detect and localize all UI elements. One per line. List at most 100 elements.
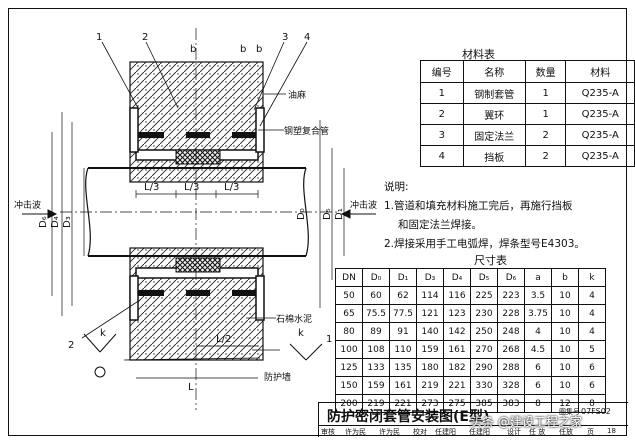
cell: 121 <box>416 304 444 323</box>
cell: 290 <box>470 358 498 377</box>
mat-header-no: 编号 <box>420 60 464 83</box>
watermark: 头条 @建设工程之家 <box>470 415 582 429</box>
cell: 125 <box>335 358 363 377</box>
cell: 230 <box>470 304 498 323</box>
cell: 6 <box>524 358 552 377</box>
size-header: D₄ <box>443 268 471 287</box>
dim-d3: D₃ <box>62 216 73 228</box>
callout-3: 3 <box>282 32 288 43</box>
cell: Q235-A <box>565 82 635 104</box>
mat-header-name: 名称 <box>462 60 526 83</box>
cell: Q235-A <box>565 145 635 167</box>
sig-cell: 任建阳 <box>435 428 456 436</box>
callout-4: 4 <box>304 32 310 43</box>
cell: 248 <box>497 322 525 341</box>
dim-l: L <box>188 382 194 393</box>
cell: 4 <box>578 304 606 323</box>
label-wall: 防护墙 <box>264 371 291 383</box>
cell: 114 <box>416 286 444 305</box>
note-line: 2.焊接采用手工电弧焊，焊条型号E4303。 <box>384 238 585 250</box>
sig-cell: 任 放 <box>529 428 546 436</box>
dim-l3-3: L/3 <box>224 182 239 193</box>
size-header: D₅ <box>470 268 498 287</box>
cell: 140 <box>416 322 444 341</box>
cell: 330 <box>470 376 498 395</box>
table-row: 2 翼环 1 Q235-A <box>420 103 635 125</box>
sig-cell: 任放 <box>559 428 573 436</box>
table-header-row: 编号 名称 数量 材料 <box>420 60 635 83</box>
cell: 135 <box>389 358 417 377</box>
size-header: b <box>551 268 579 287</box>
notes: 说明: 1.管道和填充材料施工完后，再施行挡板 和固定法兰焊接。 2.焊接采用手… <box>384 178 585 254</box>
sig-cell: 许为民 <box>345 428 366 436</box>
title-block: 防护密闭套管安装图(E型) 图集号 07FS02 审核 许为民 许为民 校对 任… <box>318 402 628 437</box>
cell: 77.5 <box>389 304 417 323</box>
cell: 182 <box>443 358 471 377</box>
dim-d0: D₀ <box>296 208 307 220</box>
notes-heading: 说明: <box>384 181 409 193</box>
size-header: D₃ <box>416 268 444 287</box>
cell: 62 <box>389 286 417 305</box>
cell: 159 <box>362 376 390 395</box>
cell: 110 <box>389 340 417 359</box>
cell: 100 <box>335 340 363 359</box>
size-header: k <box>578 268 606 287</box>
l3-dims <box>135 190 259 379</box>
flange-bars <box>138 132 256 296</box>
cell: 89 <box>362 322 390 341</box>
cell: 159 <box>416 340 444 359</box>
cell: 6 <box>578 358 606 377</box>
cell: 3.5 <box>524 286 552 305</box>
dim-l3-1: L/3 <box>144 182 159 193</box>
dim-d6: D₆ <box>38 216 49 228</box>
label-oil-hemp: 油麻 <box>288 89 306 101</box>
note-line: 1.管道和填充材料施工完后，再施行挡板 <box>384 200 573 212</box>
cell: 翼环 <box>462 103 526 125</box>
size-header: D₁ <box>389 268 417 287</box>
shock-arrows <box>22 209 376 219</box>
sig-cell: 审核 <box>321 428 335 436</box>
mat-header-material: 材料 <box>565 60 635 83</box>
callout-1: 1 <box>96 32 102 43</box>
cell: 1 <box>524 103 567 125</box>
sizes-title: 尺寸表 <box>474 254 507 267</box>
cell: 10 <box>551 376 579 395</box>
cell: 1 <box>524 82 567 104</box>
cell: 75.5 <box>362 304 390 323</box>
cell: 225 <box>470 286 498 305</box>
cell: 10 <box>551 304 579 323</box>
dim-k-2: k <box>298 328 304 339</box>
table-row: 1 钢制套管 1 Q235-A <box>420 82 635 104</box>
label-shock-left: 冲击波 <box>14 199 41 211</box>
packing-bottom <box>175 257 221 273</box>
dim-l2: L/2 <box>216 334 231 345</box>
callout-bottom-2: 2 <box>68 340 74 351</box>
callout-2: 2 <box>142 32 148 43</box>
cell: 10 <box>551 322 579 341</box>
pipe-outline <box>88 167 306 257</box>
cell: 161 <box>389 376 417 395</box>
cell: 2 <box>420 103 464 125</box>
sig-cell: 任建阳 <box>469 428 490 436</box>
table-header-row: DN D₀ D₁ D₃ D₄ D₅ D₆ a b k <box>335 268 606 287</box>
cell: 65 <box>335 304 363 323</box>
packing-top <box>175 149 221 165</box>
cell: 1 <box>420 82 464 104</box>
cell: 142 <box>443 322 471 341</box>
cell: Q235-A <box>565 124 635 146</box>
atlas-code-label: 图集号 <box>559 408 580 416</box>
page-number: 18 <box>607 427 616 435</box>
cell: 268 <box>497 340 525 359</box>
cell: 50 <box>335 286 363 305</box>
cell: 219 <box>416 376 444 395</box>
size-header: a <box>524 268 552 287</box>
cell: 60 <box>362 286 390 305</box>
label-steel-pipe: 钢塑复合管 <box>284 125 329 137</box>
